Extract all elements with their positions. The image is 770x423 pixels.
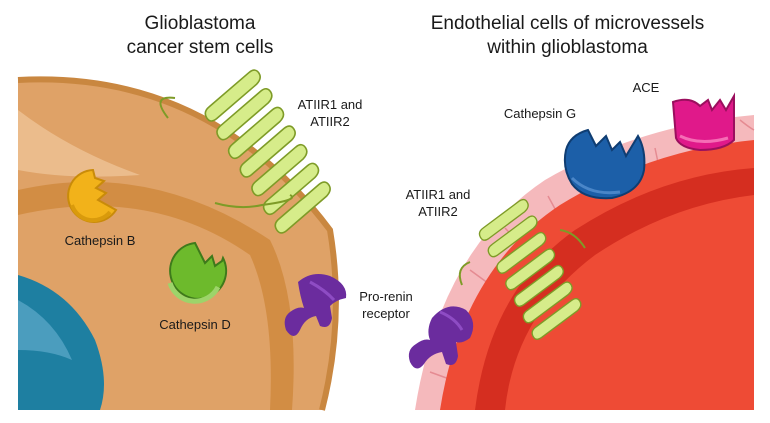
- left-panel-title: Glioblastoma cancer stem cells: [100, 12, 300, 60]
- right-title-line2: within glioblastoma: [487, 37, 648, 58]
- cathepsin-b-label: Cathepsin B: [64, 233, 136, 248]
- prorenin-label-line1: Pro-renin: [359, 289, 413, 304]
- atiir-receptor-cancer-cell: [159, 67, 339, 236]
- ace-label: ACE: [632, 80, 660, 95]
- prorenin-receptor-endothelium: [408, 306, 474, 369]
- cathepsin-g-enzyme: [563, 128, 646, 200]
- nucleus: [18, 275, 104, 410]
- right-panel-title: Endothelial cells of microvessels within…: [405, 12, 730, 60]
- cathepsin-d-label: Cathepsin D: [159, 317, 231, 332]
- endothelium-receptor-label: ATIIR1 and ATIIR2: [398, 186, 478, 220]
- endothelium-receptor-label-line2: ATIIR2: [418, 204, 458, 219]
- atiir-receptor-endothelium: [458, 197, 588, 342]
- cancer-receptor-label: ATIIR1 and ATIIR2: [290, 96, 370, 130]
- cancer-receptor-label-line2: ATIIR2: [310, 114, 350, 129]
- cathepsin-b-enzyme: [67, 168, 118, 223]
- cathepsin-g-label: Cathepsin G: [503, 106, 577, 121]
- prorenin-label-line2: receptor: [362, 306, 410, 321]
- cancer-receptor-label-line1: ATIIR1 and: [297, 97, 363, 112]
- left-title-line2: cancer stem cells: [126, 37, 274, 58]
- cathepsin-d-enzyme: [167, 241, 228, 304]
- left-title-line1: Glioblastoma: [144, 13, 256, 34]
- endothelium-receptor-label-line1: ATIIR1 and: [405, 187, 471, 202]
- prorenin-receptor-cancer-cell: [284, 274, 347, 336]
- right-title-line1: Endothelial cells of microvessels: [430, 13, 705, 34]
- prorenin-receptor-label: Pro-renin receptor: [346, 288, 426, 322]
- ace-enzyme: [671, 92, 735, 152]
